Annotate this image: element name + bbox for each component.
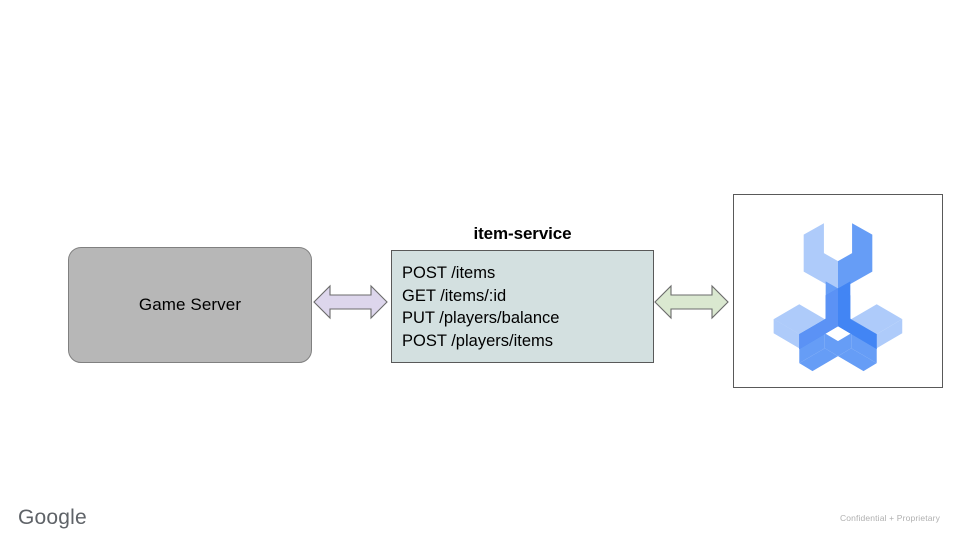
connector-item-service-to-tools[interactable] xyxy=(654,281,729,323)
node-game-server[interactable]: Game Server xyxy=(68,247,312,363)
connector-game-server-to-item-service[interactable] xyxy=(313,281,388,323)
google-wordmark: Google xyxy=(18,506,87,529)
double-arrow-icon xyxy=(313,284,388,320)
node-game-server-label: Game Server xyxy=(138,295,242,314)
logo-panel xyxy=(733,194,943,388)
isometric-wrench-icon xyxy=(773,223,903,372)
endpoint-item-1: GET /items/:id xyxy=(402,286,507,305)
endpoint-item-3: POST /players/items xyxy=(402,331,553,350)
node-item-service[interactable]: POST /items GET /items/:id PUT /players/… xyxy=(391,250,654,363)
node-item-service-title: item-service xyxy=(473,224,572,243)
endpoint-item-0: POST /items xyxy=(402,264,496,282)
double-arrow-icon xyxy=(654,284,729,320)
endpoint-item-2: PUT /players/balance xyxy=(402,309,560,328)
confidentiality-note: Confidential + Proprietary xyxy=(839,513,940,523)
